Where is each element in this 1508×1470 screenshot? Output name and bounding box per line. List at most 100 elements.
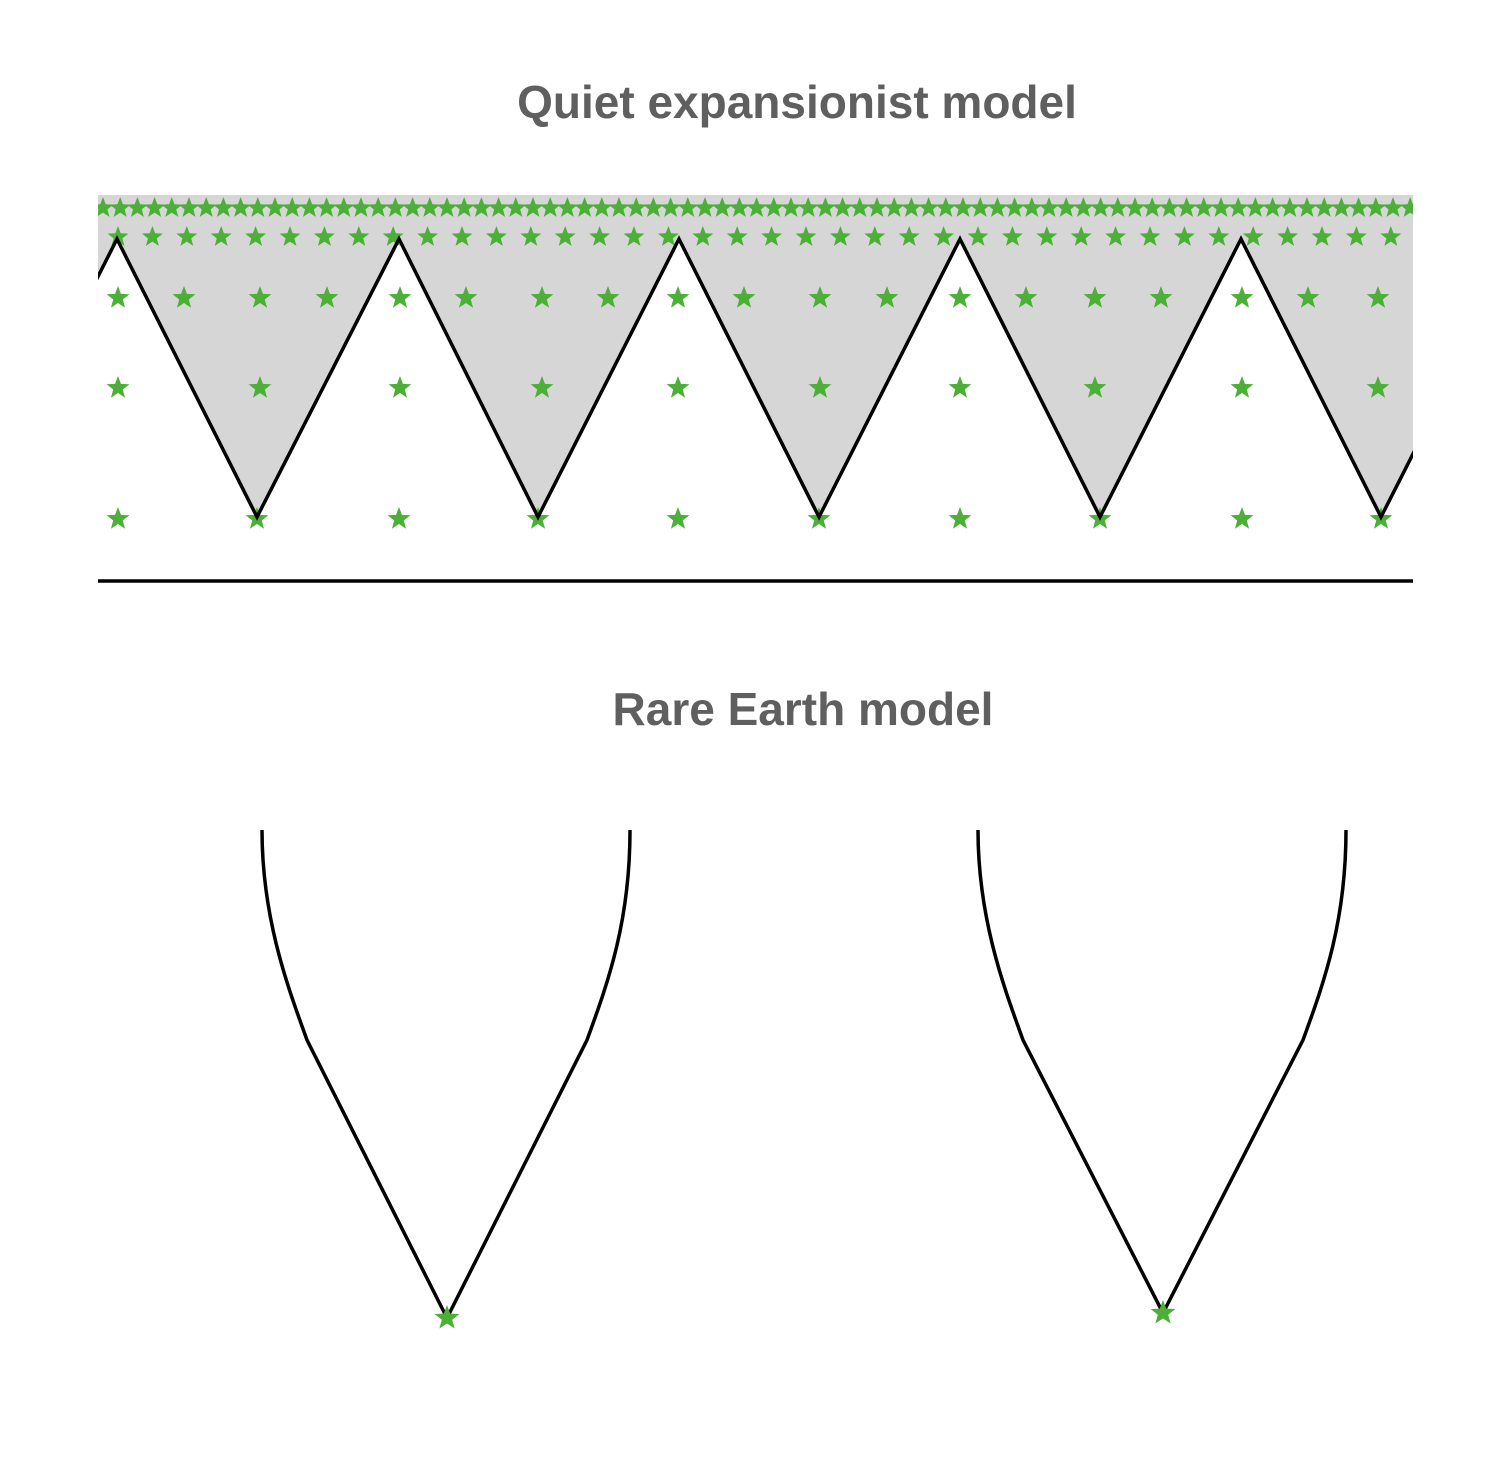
star-icon: [1072, 197, 1094, 217]
star-icon: [402, 197, 424, 217]
star-icon: [726, 226, 748, 246]
star-icon: [589, 226, 611, 246]
star-icon: [1149, 286, 1173, 308]
star-icon: [554, 226, 576, 246]
star-icon: [454, 286, 478, 308]
star-icon: [1055, 197, 1077, 217]
star-icon: [1001, 226, 1023, 246]
star-icon: [967, 226, 989, 246]
star-icon: [109, 197, 131, 217]
star-icon: [625, 197, 647, 217]
star-icon: [417, 226, 439, 246]
star-icon: [315, 286, 339, 308]
star-icon: [898, 226, 920, 246]
star-icon: [1107, 197, 1129, 217]
star-icon: [642, 197, 664, 217]
star-icon: [660, 197, 682, 217]
star-icon: [530, 286, 554, 308]
star-icon: [210, 226, 232, 246]
star-icon: [172, 286, 196, 308]
star-icon: [900, 197, 922, 217]
star-icon: [780, 197, 802, 217]
star-icon: [1380, 226, 1402, 246]
star-icon: [948, 286, 972, 308]
star-icon: [388, 286, 412, 308]
civilization-bubble-1: [260, 829, 632, 1322]
star-icon: [918, 197, 940, 217]
star-icon: [245, 226, 267, 246]
star-icon: [1193, 197, 1215, 217]
star-icon: [608, 197, 630, 217]
quiet-expansionist-title: Quiet expansionist model: [517, 76, 1077, 128]
star-icon: [1230, 286, 1254, 308]
star-icon: [1382, 197, 1404, 217]
star-icon: [1296, 197, 1318, 217]
star-icon: [530, 376, 554, 398]
star-icon: [969, 197, 991, 217]
star-icon: [694, 197, 716, 217]
star-icon: [935, 197, 957, 217]
star-icon: [107, 226, 129, 246]
star-icon: [247, 197, 269, 217]
star-icon: [1311, 226, 1333, 246]
star-icon: [728, 197, 750, 217]
star-icon: [1330, 197, 1352, 217]
star-icon: [176, 226, 198, 246]
star-icon: [1230, 376, 1254, 398]
star-icon: [666, 376, 690, 398]
star-icon: [952, 197, 974, 217]
star-icon: [948, 507, 972, 529]
star-icon: [1004, 197, 1026, 217]
star-icon: [106, 376, 130, 398]
star-icon: [248, 286, 272, 308]
star-icon: [1365, 197, 1387, 217]
star-icon: [1036, 226, 1058, 246]
star-icon: [1083, 376, 1107, 398]
rare-earth-panel: [260, 829, 1348, 1329]
star-icon: [814, 197, 836, 217]
star-icon: [808, 286, 832, 308]
star-icon: [883, 197, 905, 217]
star-icon: [808, 376, 832, 398]
star-icon: [657, 226, 679, 246]
star-icon: [313, 226, 335, 246]
star-icon: [746, 197, 768, 217]
star-icon: [1296, 286, 1320, 308]
quiet-expansionist-panel: [98, 195, 1413, 529]
expansion-region: [98, 195, 1413, 517]
civilization-frontier-line: [98, 235, 1413, 521]
star-icon: [763, 197, 785, 217]
star-icon: [388, 376, 412, 398]
star-icon: [436, 197, 458, 217]
star-icon: [1345, 226, 1367, 246]
star-icon: [666, 286, 690, 308]
star-icon: [948, 376, 972, 398]
star-icon: [505, 197, 527, 217]
star-icon: [692, 226, 714, 246]
star-icon: [419, 197, 441, 217]
star-icon: [281, 197, 303, 217]
star-icon: [248, 376, 272, 398]
star-icon: [470, 197, 492, 217]
star-icon: [434, 1305, 460, 1329]
star-icon: [829, 226, 851, 246]
star-icon: [230, 197, 252, 217]
star-icon: [797, 197, 819, 217]
star-icon: [485, 226, 507, 246]
star-icon: [1277, 226, 1299, 246]
star-icon: [1141, 197, 1163, 217]
star-icon: [195, 197, 217, 217]
star-icon: [1021, 197, 1043, 217]
star-icon: [677, 197, 699, 217]
star-icon: [623, 226, 645, 246]
star-icon: [1262, 197, 1284, 217]
star-icon: [1313, 197, 1335, 217]
star-icon: [1242, 226, 1264, 246]
star-icon: [522, 197, 544, 217]
star-icon: [1208, 226, 1230, 246]
star-icon: [264, 197, 286, 217]
star-icon: [161, 197, 183, 217]
star-icon: [864, 226, 886, 246]
star-icon: [986, 197, 1008, 217]
